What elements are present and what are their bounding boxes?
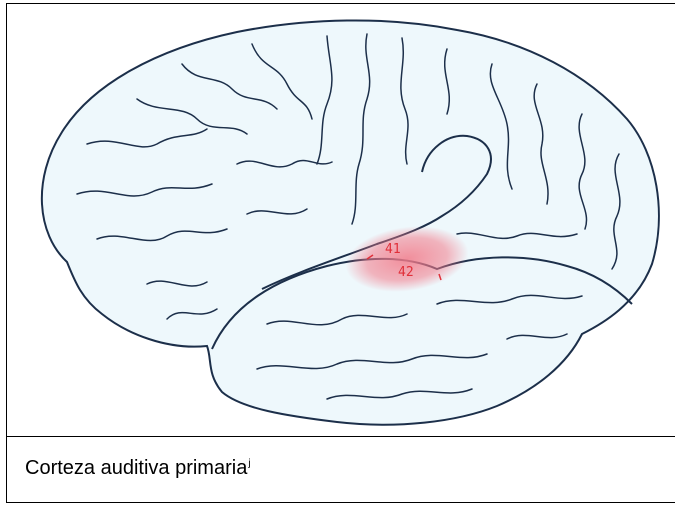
caption-label: Corteza auditiva primaria — [25, 457, 247, 479]
figure-table: 41 42 Corteza auditiva primariaj — [6, 3, 675, 503]
brain-illustration: 41 42 — [7, 4, 675, 436]
caption-footnote-mark: j — [248, 458, 250, 469]
brain-outline — [42, 20, 659, 424]
figure-caption: Corteza auditiva primariaj — [25, 457, 251, 480]
figure-image-cell: 41 42 — [7, 4, 675, 437]
area-42-label: 42 — [398, 265, 414, 280]
area-41-label: 41 — [385, 242, 401, 257]
caption-cell: Corteza auditiva primariaj — [7, 437, 675, 502]
